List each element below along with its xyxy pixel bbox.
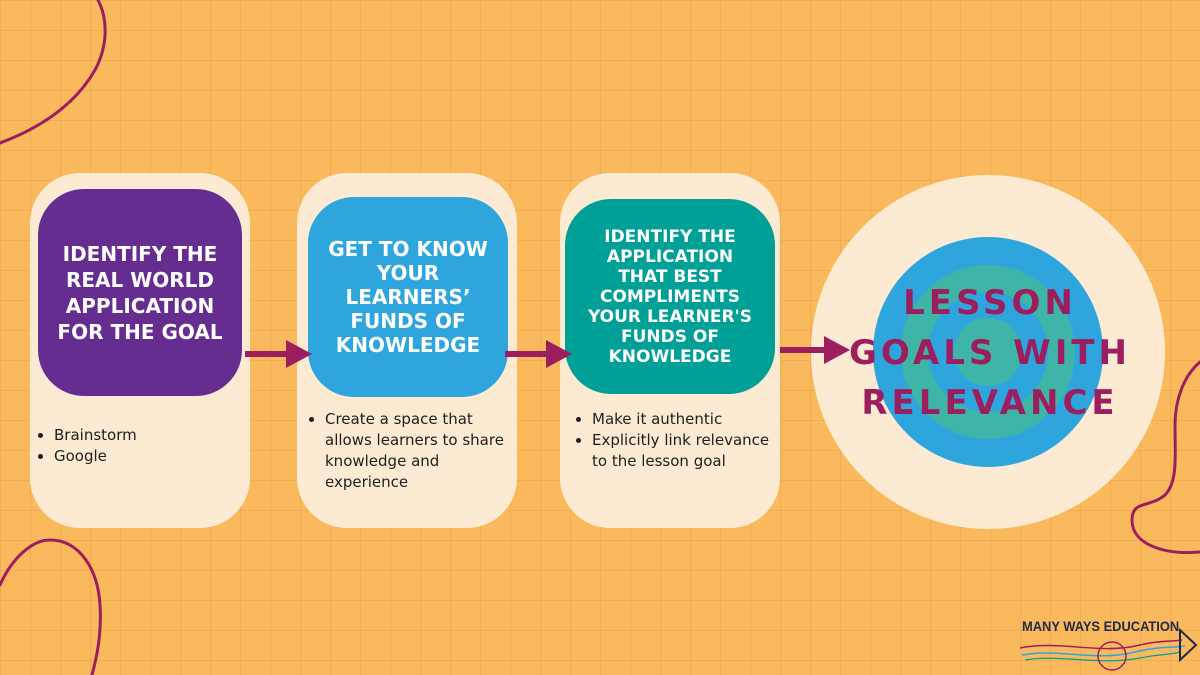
arrow-right-icon: [245, 340, 312, 368]
step-1-title-line: IDENTIFY THE: [62, 241, 218, 266]
step-2-title-line: YOUR: [376, 261, 440, 285]
target-title-line: GOALS WITH: [848, 333, 1131, 373]
step-1-bullet: Brainstorm: [54, 425, 244, 446]
step-2-title-line: KNOWLEDGE: [335, 333, 481, 357]
step-3-title-line: YOUR LEARNER'S: [587, 306, 753, 327]
step-3-bullet: Make it authentic: [592, 409, 782, 430]
target-bullseye: [954, 318, 1022, 386]
step-1-title-line: APPLICATION: [65, 293, 215, 318]
target-title-line: RELEVANCE: [861, 383, 1119, 423]
target-title-line: LESSON: [903, 283, 1077, 323]
arrow-right-icon: [505, 340, 572, 368]
step-3-title-line: APPLICATION: [606, 246, 734, 267]
step-1-card: IDENTIFY THE REAL WORLD APPLICATION FOR …: [30, 173, 250, 528]
step-2-title-box: GET TO KNOW YOUR LEARNERS’ FUNDS OF KNOW…: [308, 197, 508, 397]
step-3-title-line: THAT BEST: [618, 266, 722, 287]
step-1-title-box: IDENTIFY THE REAL WORLD APPLICATION FOR …: [38, 189, 242, 396]
step-3-title-box: IDENTIFY THE APPLICATION THAT BEST COMPL…: [565, 199, 775, 394]
step-3-title-line: COMPLIMENTS: [599, 286, 741, 307]
arrow-right-icon: [780, 336, 850, 364]
step-2-card: GET TO KNOW YOUR LEARNERS’ FUNDS OF KNOW…: [297, 173, 517, 528]
brand-logo-text: MANY WAYS EDUCATION: [1022, 618, 1180, 634]
step-1-bullet-list: Brainstorm Google: [34, 425, 244, 467]
step-2-title-line: GET TO KNOW: [328, 237, 488, 261]
step-3-bullet: Explicitly link relevance to the lesson …: [592, 430, 782, 472]
step-3-bullet-list: Make it authentic Explicitly link releva…: [572, 409, 782, 472]
step-2-title-line: FUNDS OF: [350, 309, 466, 333]
step-1-bullet: Google: [54, 446, 244, 467]
step-2-title-line: LEARNERS’: [345, 285, 471, 309]
step-3-title-line: KNOWLEDGE: [608, 346, 732, 367]
step-1-title-line: REAL WORLD: [65, 267, 215, 292]
step-2-bullet-list: Create a space that allows learners to s…: [305, 409, 521, 493]
step-3-title-line: IDENTIFY THE: [604, 226, 736, 247]
step-2-bullet: Create a space that allows learners to s…: [325, 409, 521, 493]
target-title: LESSON GOALS WITH RELEVANCE: [840, 278, 1140, 428]
step-1-title-line: FOR THE GOAL: [57, 319, 223, 344]
step-3-title-line: FUNDS OF: [621, 326, 719, 347]
step-3-card: IDENTIFY THE APPLICATION THAT BEST COMPL…: [560, 173, 780, 528]
